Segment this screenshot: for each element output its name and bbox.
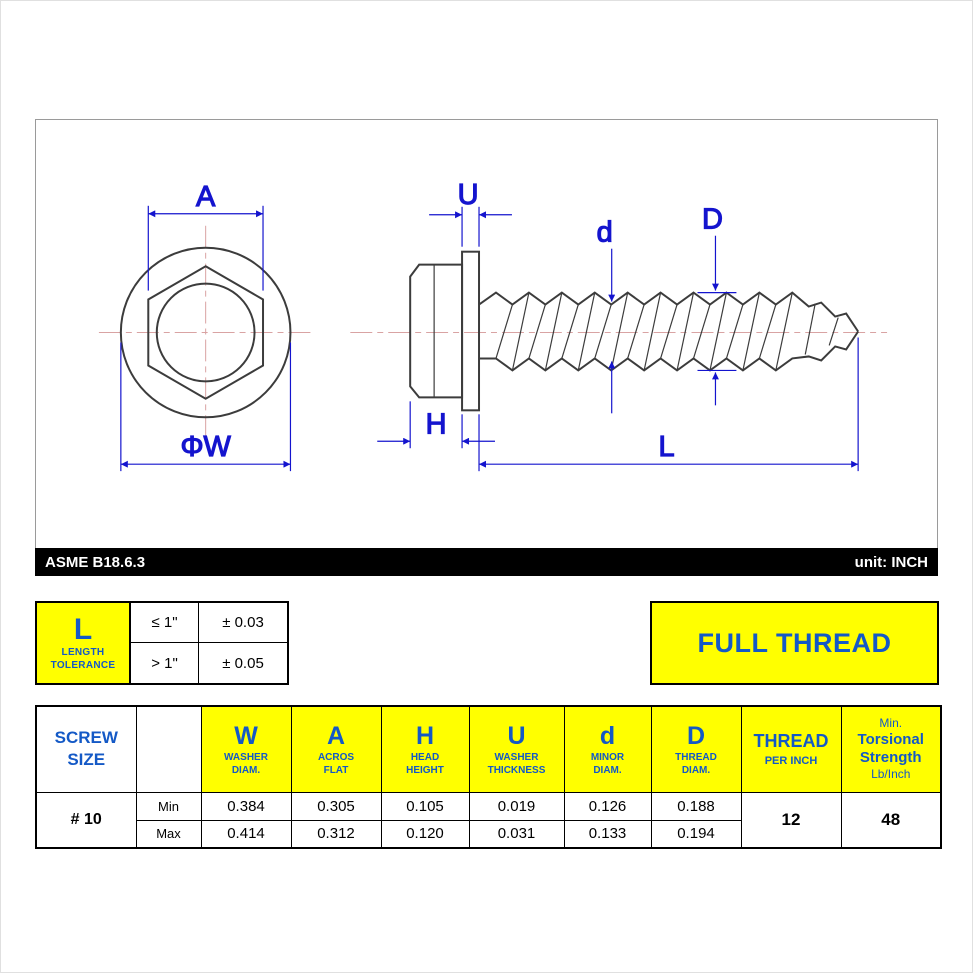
screw-technical-drawing: A ΦW U d D — [98, 178, 888, 472]
hex-head-profile — [409, 263, 464, 399]
min-head-height: 0.105 — [380, 791, 470, 821]
screw-size-header: SCREW SIZE — [35, 705, 137, 793]
washer-outline — [119, 246, 292, 419]
dimension-washer-diameter: ΦW — [120, 342, 292, 472]
unit-label: unit: INCH — [854, 553, 928, 571]
min-minor-diam: 0.126 — [563, 791, 652, 821]
max-minor-diam: 0.133 — [563, 819, 652, 849]
max-washer-thickness: 0.031 — [468, 819, 565, 849]
min-washer-thickness: 0.019 — [468, 791, 565, 821]
dim-label-thread-diameter: D — [702, 204, 723, 236]
length-label: LENGTH — [61, 647, 105, 658]
spec-min-row: # 10 Min 0.384 0.305 0.105 0.019 0.126 0… — [35, 791, 942, 849]
full-thread-label: FULL THREAD — [697, 627, 892, 658]
tolerance-label: TOLERANCE — [50, 660, 116, 671]
hex-face-circle — [155, 282, 256, 383]
col-header-thread-diam: D THREAD DIAM. — [650, 705, 742, 793]
drawing-panel: A ΦW U d D — [35, 119, 938, 548]
max-across-flat: 0.312 — [290, 819, 382, 849]
dim-label-across-flats: A — [196, 181, 216, 213]
min-label: Min — [135, 791, 202, 821]
tolerance-range-2: > 1" — [131, 643, 199, 683]
full-thread-box: FULL THREAD — [650, 601, 939, 685]
tolerance-value-2: ± 0.05 — [222, 654, 264, 672]
max-label: Max — [135, 819, 202, 849]
hex-outline — [147, 265, 265, 400]
dimension-thread-diameter: D — [697, 203, 737, 406]
spec-max-row: Max 0.414 0.312 0.120 0.031 0.133 0.194 — [36, 819, 941, 849]
col-header-washer-diam: W WASHER DIAM. — [200, 705, 292, 793]
center-lines — [98, 225, 888, 441]
thread-flank-lines — [495, 292, 839, 371]
length-symbol: L — [73, 613, 93, 646]
length-tolerance-grid: ≤ 1" ± 0.03 > 1" ± 0.05 — [131, 603, 287, 683]
dimension-head-height: H — [377, 401, 495, 449]
washer-flange — [461, 250, 481, 412]
max-washer-diam: 0.414 — [200, 819, 292, 849]
spec-header-row: SCREW SIZE W WASHER DIAM. A ACROS FLAT H… — [35, 705, 942, 793]
torsional-strength-value: 48 — [840, 791, 942, 849]
front-view-hex-washer-head — [119, 246, 292, 419]
threads-per-inch-value: 12 — [740, 791, 842, 849]
side-view-screw — [409, 250, 859, 412]
min-thread-diam: 0.188 — [650, 791, 742, 821]
dim-label-minor-diameter: d — [597, 217, 613, 249]
spec-table: SCREW SIZE W WASHER DIAM. A ACROS FLAT H… — [35, 705, 942, 849]
dim-label-head-height: H — [426, 408, 447, 440]
col-header-minor-diam: d MINOR DIAM. — [563, 705, 652, 793]
min-washer-diam: 0.384 — [200, 791, 292, 821]
col-header-thread-per-inch: THREAD PER INCH — [740, 705, 842, 793]
dimension-across-flats: A — [147, 180, 264, 291]
standard-name: ASME B18.6.3 — [45, 553, 146, 571]
minmax-header — [135, 705, 202, 793]
dim-label-washer-diameter: ΦW — [180, 431, 231, 463]
col-header-head-height: H HEAD HEIGHT — [380, 705, 470, 793]
length-tolerance-box: L LENGTH TOLERANCE ≤ 1" ± 0.03 > 1" ± 0.… — [35, 601, 289, 685]
standard-bar: ASME B18.6.3 unit: INCH — [35, 548, 938, 576]
col-header-torsional-strength: Min. Torsional Strength Lb/Inch — [840, 705, 942, 793]
tolerance-range-1: ≤ 1" — [131, 603, 199, 643]
thread-outline-top — [478, 291, 859, 333]
dimension-washer-thickness: U — [429, 178, 512, 247]
min-across-flat: 0.305 — [290, 791, 382, 821]
dim-label-washer-thickness: U — [458, 179, 479, 211]
dimension-minor-diameter: d — [596, 216, 616, 414]
dimension-length: L — [478, 337, 859, 472]
col-header-washer-thickness: U WASHER THICKNESS — [468, 705, 565, 793]
screw-size-value: # 10 — [35, 791, 137, 849]
max-head-height: 0.120 — [380, 819, 470, 849]
dim-label-length: L — [659, 431, 675, 463]
max-thread-diam: 0.194 — [650, 819, 742, 849]
col-header-across-flat: A ACROS FLAT — [290, 705, 382, 793]
length-tolerance-symbol-cell: L LENGTH TOLERANCE — [37, 603, 131, 683]
tolerance-value-1: ± 0.03 — [199, 603, 287, 643]
